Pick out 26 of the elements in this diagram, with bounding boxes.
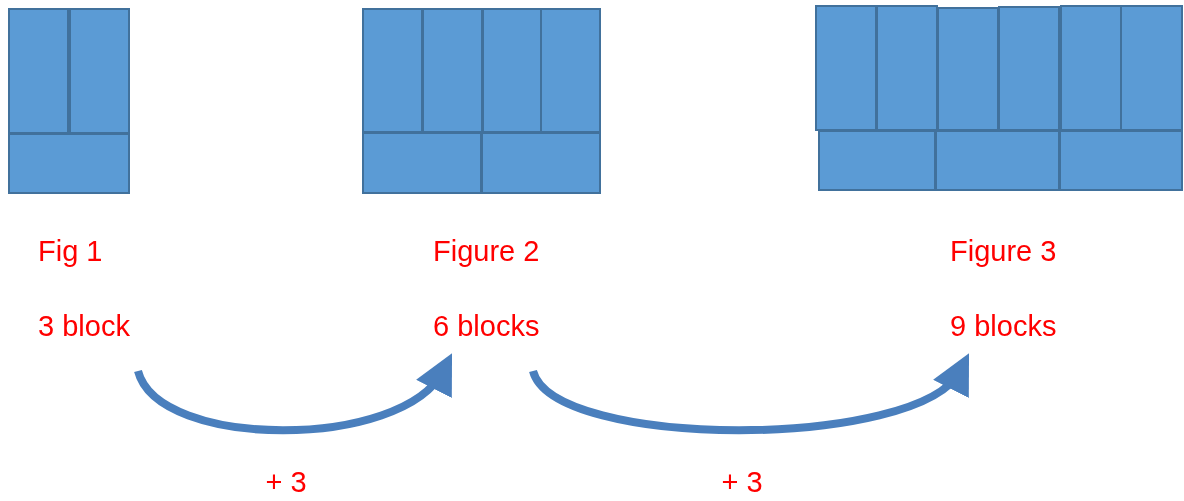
block-rectangle [8,133,130,194]
block-rectangle [481,132,601,194]
block-rectangle [937,7,999,131]
block-count: 9 blocks [950,310,1057,343]
block-count: 6 blocks [433,310,540,343]
block-count: 3 block [38,310,130,343]
block-rectangle [1060,5,1122,131]
figure-title: Figure 2 [433,235,540,268]
block-rectangle [998,6,1060,131]
block-rectangle [362,8,423,133]
block-rectangle [69,8,130,134]
block-rectangle [815,5,877,131]
block-rectangle [1059,130,1183,191]
block-rectangle [422,8,483,133]
edge-label: + 3 [265,466,307,499]
block-rectangle [876,5,938,131]
block-rectangle [540,8,601,133]
block-rectangle [8,8,69,134]
figure-title: Fig 1 [38,235,103,268]
block-rectangle [935,130,1060,191]
block-rectangle [1120,5,1183,131]
figure-title: Figure 3 [950,235,1057,268]
edge-label: + 3 [721,466,763,499]
block-rectangle [362,132,482,194]
block-rectangle [818,130,936,191]
block-rectangle [482,8,543,133]
